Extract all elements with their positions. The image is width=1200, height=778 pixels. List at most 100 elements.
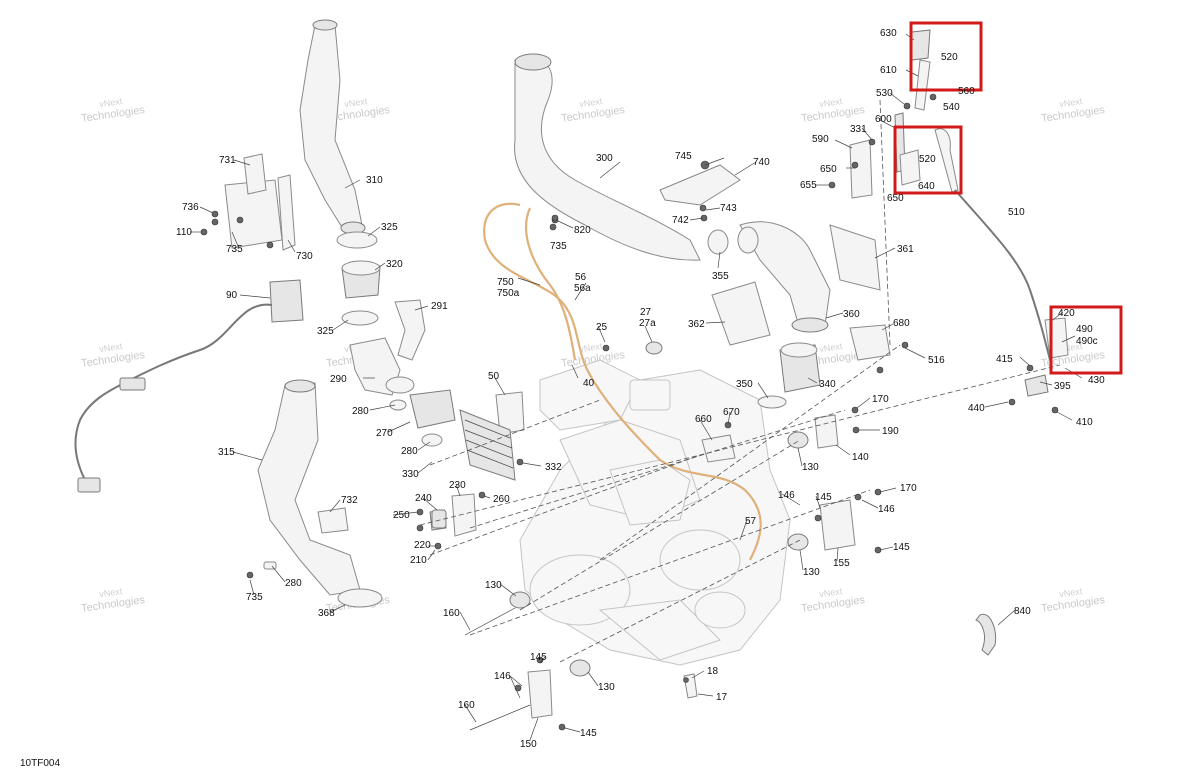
callout-600: 600 <box>875 114 892 125</box>
callout-350: 350 <box>736 379 753 390</box>
callout-660: 660 <box>695 414 712 425</box>
callout-650: 650 <box>887 193 904 204</box>
callout-745: 745 <box>675 151 692 162</box>
callout-340: 340 <box>819 379 836 390</box>
watermark: vNext <box>819 341 844 354</box>
callout-56a: 56a <box>574 283 591 294</box>
callout-530: 530 <box>876 88 893 99</box>
callout-17: 17 <box>716 692 728 703</box>
callout-325: 325 <box>317 326 334 337</box>
clamp-325-upper <box>336 231 378 249</box>
hose-290-group <box>349 337 456 447</box>
callout-170: 170 <box>900 483 917 494</box>
callout-361: 361 <box>897 244 914 255</box>
callout-520: 520 <box>941 52 958 63</box>
engine-assembly <box>519 359 791 666</box>
callout-155: 155 <box>833 558 850 569</box>
callout-750: 750 <box>497 277 514 288</box>
callout-430: 430 <box>1088 375 1105 386</box>
callout-56: 56 <box>575 272 587 283</box>
assembly-lines <box>419 99 1061 663</box>
callout-742: 742 <box>672 215 689 226</box>
plate-50 <box>495 391 525 435</box>
bolt-735-top <box>549 223 557 231</box>
diagram-code: 10TF004 <box>20 758 60 769</box>
callout-355: 355 <box>712 271 729 282</box>
callout-840: 840 <box>1014 606 1031 617</box>
highlight-box-520-upper <box>909 21 983 92</box>
callout-320: 320 <box>386 259 403 270</box>
callout-490: 490 <box>1076 324 1093 335</box>
callout-325: 325 <box>381 222 398 233</box>
callout-560: 560 <box>958 86 975 97</box>
bracket-660 <box>701 434 736 463</box>
callout-130: 130 <box>803 567 820 578</box>
callout-220: 220 <box>414 540 431 551</box>
callout-146: 146 <box>494 671 511 682</box>
air-filter-340 <box>757 342 821 409</box>
callout-736: 736 <box>182 202 199 213</box>
callout-731: 731 <box>219 155 236 166</box>
callout-420: 420 <box>1058 308 1075 319</box>
bolt-160-upper <box>464 607 516 636</box>
callout-300: 300 <box>596 153 613 164</box>
watermark: vNext <box>99 586 124 599</box>
callout-25: 25 <box>596 322 608 333</box>
callout-145: 145 <box>815 492 832 503</box>
mount-155 <box>814 488 882 554</box>
callout-750a: 750a <box>497 288 520 299</box>
callout-395: 395 <box>1054 381 1071 392</box>
bolt-260 <box>478 491 486 499</box>
callout-40: 40 <box>583 378 595 389</box>
intercooler-330 <box>459 409 516 481</box>
callout-410: 410 <box>1076 417 1093 428</box>
mount-150 <box>514 656 566 731</box>
duct-360 <box>737 221 831 333</box>
callout-57: 57 <box>745 516 757 527</box>
watermark: vNext <box>819 586 844 599</box>
callout-110: 110 <box>176 227 192 238</box>
callout-735: 735 <box>246 592 263 603</box>
callout-331: 331 <box>850 124 867 135</box>
watermark: vNext <box>344 96 369 109</box>
mount-130-left <box>509 591 531 609</box>
callout-190: 190 <box>882 426 899 437</box>
callout-368: 368 <box>318 608 335 619</box>
callout-240: 240 <box>415 493 432 504</box>
hose-750 <box>483 202 762 561</box>
callout-362: 362 <box>688 319 705 330</box>
callout-610: 610 <box>880 65 897 76</box>
callout-650: 650 <box>820 164 837 175</box>
heat-shield-361 <box>829 224 881 291</box>
bolt-160-lower <box>469 704 531 731</box>
callout-170: 170 <box>872 394 889 405</box>
callout-27: 27 <box>640 307 652 318</box>
plug-27 <box>645 341 663 355</box>
sensor-90 <box>74 279 304 493</box>
highlight-box-490 <box>1049 305 1123 375</box>
bolt-820 <box>551 214 559 222</box>
callout-315: 315 <box>218 447 235 458</box>
callout-130: 130 <box>598 682 615 693</box>
watermark: vNext <box>1059 586 1084 599</box>
callout-280: 280 <box>401 446 418 457</box>
callout-732: 732 <box>341 495 358 506</box>
callout-655: 655 <box>800 180 817 191</box>
watermark: vNext <box>819 96 844 109</box>
coupler-320 <box>341 260 381 299</box>
callout-516: 516 <box>928 355 945 366</box>
hose-56 <box>525 207 577 361</box>
callout-440: 440 <box>968 403 985 414</box>
callout-360: 360 <box>843 309 860 320</box>
callout-140: 140 <box>852 452 869 463</box>
mount-130-lower <box>569 659 591 677</box>
callout-145: 145 <box>893 542 910 553</box>
air-intake-duct-310 <box>299 19 366 235</box>
clamp-325-lower <box>341 310 379 326</box>
callout-50: 50 <box>488 371 500 382</box>
watermark: vNext <box>99 96 124 109</box>
callout-310: 310 <box>366 175 383 186</box>
heat-shield-362 <box>711 281 771 346</box>
callout-270: 270 <box>376 428 393 439</box>
